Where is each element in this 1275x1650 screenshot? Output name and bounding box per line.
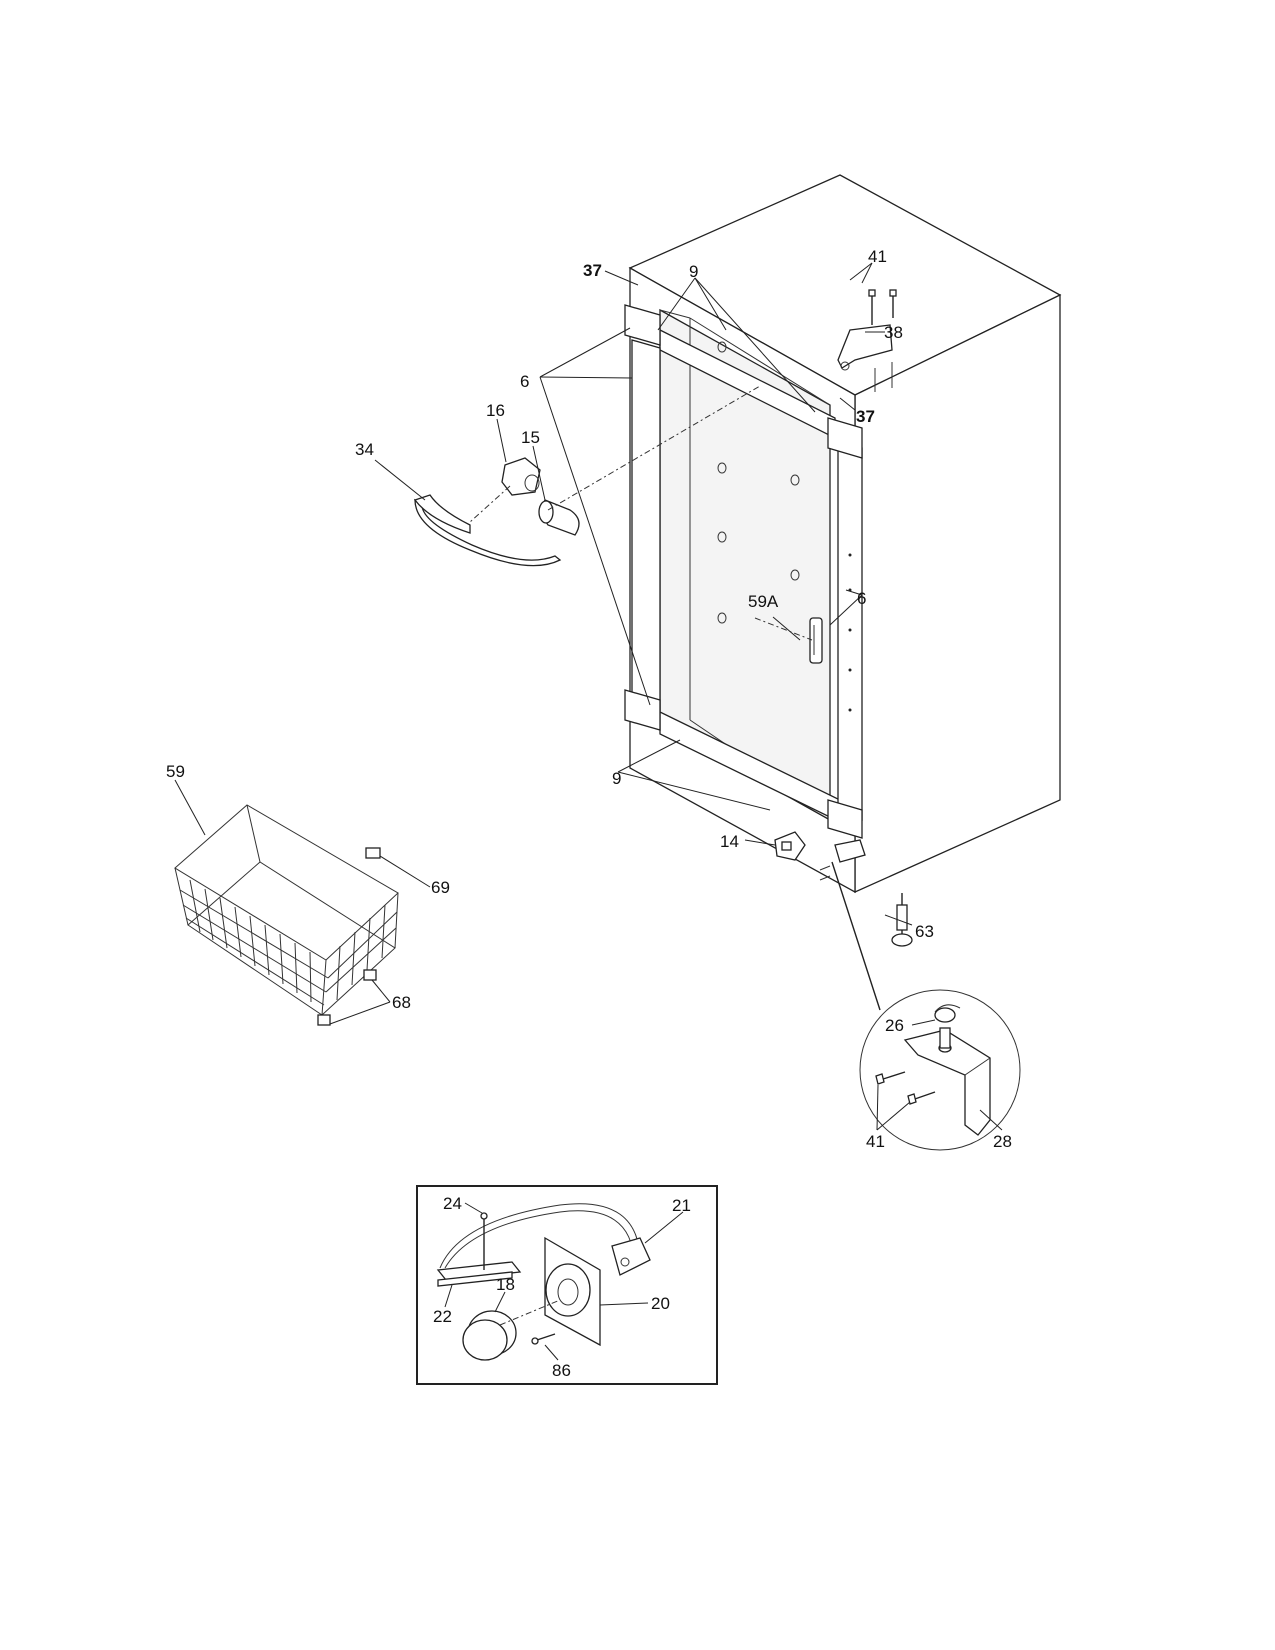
callout-69: 69: [431, 878, 450, 897]
socket-guide-line: [469, 485, 511, 523]
callout-37-top: 37: [583, 261, 602, 280]
bottom-hinge-small: [819, 839, 866, 881]
callout-26: 26: [885, 1016, 904, 1035]
callout-59a: 59A: [748, 592, 779, 611]
callout-28: 28: [993, 1132, 1012, 1151]
callout-6-left: 6: [520, 372, 529, 391]
detail-pointer: [831, 861, 881, 1011]
callout-37-right: 37: [856, 407, 875, 426]
callout-18: 18: [496, 1275, 515, 1294]
light-socket: [501, 457, 541, 496]
callout-22: 22: [433, 1307, 452, 1326]
light-shield: [413, 494, 562, 567]
freezer-cabinet: [628, 174, 1062, 894]
callout-68: 68: [392, 993, 411, 1012]
callout-20: 20: [651, 1294, 670, 1313]
light-bulb: [538, 499, 580, 536]
callout-38: 38: [884, 323, 903, 342]
callout-15: 15: [521, 428, 540, 447]
hinge-detail-circle: [859, 989, 1021, 1151]
callout-34: 34: [355, 440, 374, 459]
callout-9-top: 9: [689, 262, 698, 281]
top-hinge: [837, 289, 897, 392]
control-guide-line: [754, 617, 813, 641]
callout-86: 86: [552, 1361, 571, 1380]
callout-41-top: 41: [868, 247, 887, 266]
callout-21: 21: [672, 1196, 691, 1215]
door-trim-strips: [624, 304, 863, 839]
callout-9-bottom: 9: [612, 769, 621, 788]
callout-63: 63: [915, 922, 934, 941]
callout-labels: 37 9 41 38 6 37 16 15 34 59A 6 59 9 14 6…: [166, 247, 1012, 1380]
callout-41-detail: 41: [866, 1132, 885, 1151]
callout-14: 14: [720, 832, 739, 851]
callout-6-right: 6: [857, 589, 866, 608]
callout-16: 16: [486, 401, 505, 420]
thermostat-inset: [416, 1185, 718, 1385]
wire-basket: [174, 804, 399, 1026]
leveling-leg: [891, 893, 913, 947]
callout-59: 59: [166, 762, 185, 781]
callout-24: 24: [443, 1194, 462, 1213]
leader-lines: [174, 262, 1003, 1361]
liner-holes: [717, 341, 800, 624]
control-bracket: [809, 617, 823, 664]
bulb-guide-line: [547, 385, 761, 511]
door-switch: [774, 831, 806, 861]
detail-screws: [875, 1071, 936, 1105]
